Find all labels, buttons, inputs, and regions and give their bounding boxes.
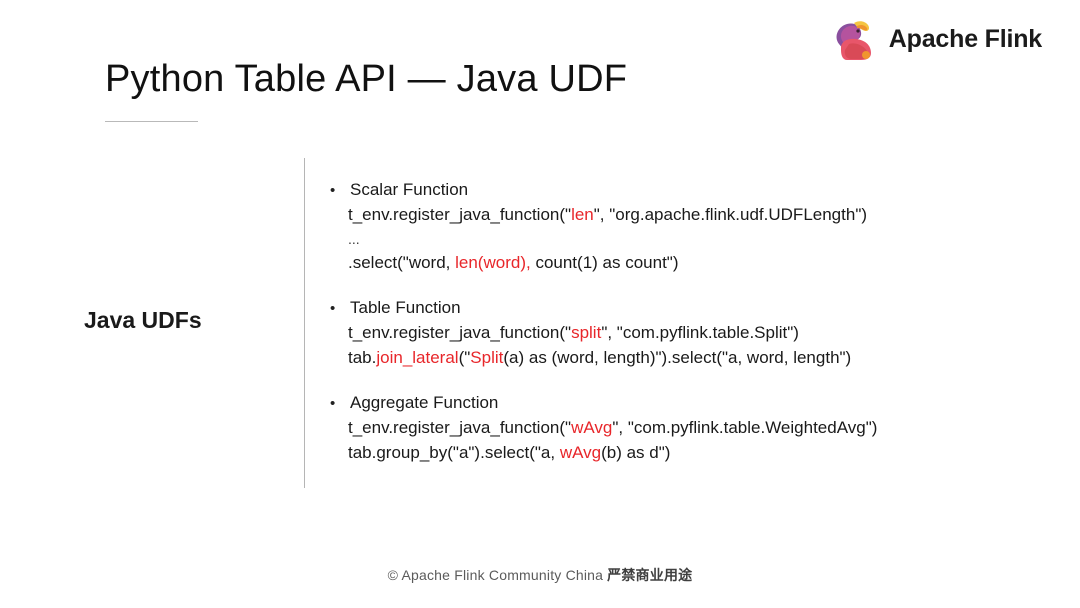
title-underline-rule xyxy=(105,121,198,122)
code-token: ", "com.pyflink.table.Split") xyxy=(601,323,799,342)
code-line: tab.group_by("a").select("a, wAvg(b) as … xyxy=(348,441,1030,466)
page-title: Python Table API — Java UDF xyxy=(105,58,628,100)
code-token: ", "org.apache.flink.udf.UDFLength") xyxy=(593,205,868,224)
code-example-block: • Table Function t_env.register_java_funct… xyxy=(330,296,1030,370)
footer-copyright: © Apache Flink Community China xyxy=(387,567,604,583)
code-token: (a) as (word, length)").select("a, word,… xyxy=(503,347,852,367)
code-token-highlighted: wAvg xyxy=(559,442,602,462)
code-token: ", "com.pyflink.table.WeightedAvg") xyxy=(612,418,878,437)
code-token: t_env.register_java_function(" xyxy=(348,418,572,437)
block-title: Table Function xyxy=(350,298,461,317)
bullet-icon: • xyxy=(330,182,336,199)
code-example-block: • Scalar Function t_env.register_java_func… xyxy=(330,178,1030,275)
block-title: Aggregate Function xyxy=(350,393,499,412)
code-lines: t_env.register_java_function("len", "org… xyxy=(330,203,1030,275)
bullet-icon: • xyxy=(330,395,336,412)
apache-flink-squirrel-icon xyxy=(827,14,879,64)
code-token-highlighted: join_lateral xyxy=(376,347,459,367)
bullet-icon: • xyxy=(330,300,336,317)
vertical-divider xyxy=(304,158,305,488)
code-token-highlighted: Split xyxy=(470,347,504,367)
code-token: count(1) as count") xyxy=(530,252,679,272)
code-token-highlighted: len(word), xyxy=(455,252,531,272)
code-ellipsis-line: ... xyxy=(348,228,1030,251)
section-label-java-udfs: Java UDFs xyxy=(84,307,202,333)
code-token-highlighted: split xyxy=(571,323,602,342)
code-line: tab.join_lateral("Split(a) as (word, len… xyxy=(348,346,1030,371)
code-example-block: • Aggregate Function t_env.register_java_f… xyxy=(330,391,1030,465)
block-heading: • Aggregate Function xyxy=(330,391,1030,416)
block-heading: • Table Function xyxy=(330,296,1030,321)
brand-wordmark: Apache Flink xyxy=(888,24,1042,53)
block-title: Scalar Function xyxy=(350,180,469,199)
code-examples-list: • Scalar Function t_env.register_java_func… xyxy=(330,178,1030,465)
brand-logo-lockup: Apache Flink xyxy=(827,14,1042,64)
code-line: .select("word, len(word), count(1) as co… xyxy=(348,251,1030,276)
footer-notice: 严禁商业用途 xyxy=(607,567,693,583)
code-token: (b) as d") xyxy=(601,442,671,462)
code-token: t_env.register_java_function(" xyxy=(348,323,572,342)
code-token: .select("word, xyxy=(348,252,456,272)
code-token: (" xyxy=(458,347,471,367)
code-line: t_env.register_java_function("wAvg", "co… xyxy=(348,416,1030,441)
code-token-highlighted: len xyxy=(571,205,594,224)
code-token: tab.group_by("a").select("a, xyxy=(348,442,560,462)
code-lines: t_env.register_java_function("wAvg", "co… xyxy=(330,416,1030,465)
code-token-highlighted: wAvg xyxy=(571,418,613,437)
code-line: t_env.register_java_function("split", "c… xyxy=(348,321,1030,346)
code-token: tab. xyxy=(348,347,377,367)
code-token: t_env.register_java_function(" xyxy=(348,205,572,224)
code-token: ... xyxy=(348,230,360,247)
block-heading: • Scalar Function xyxy=(330,178,1030,203)
code-lines: t_env.register_java_function("split", "c… xyxy=(330,321,1030,370)
code-line: t_env.register_java_function("len", "org… xyxy=(348,203,1030,228)
